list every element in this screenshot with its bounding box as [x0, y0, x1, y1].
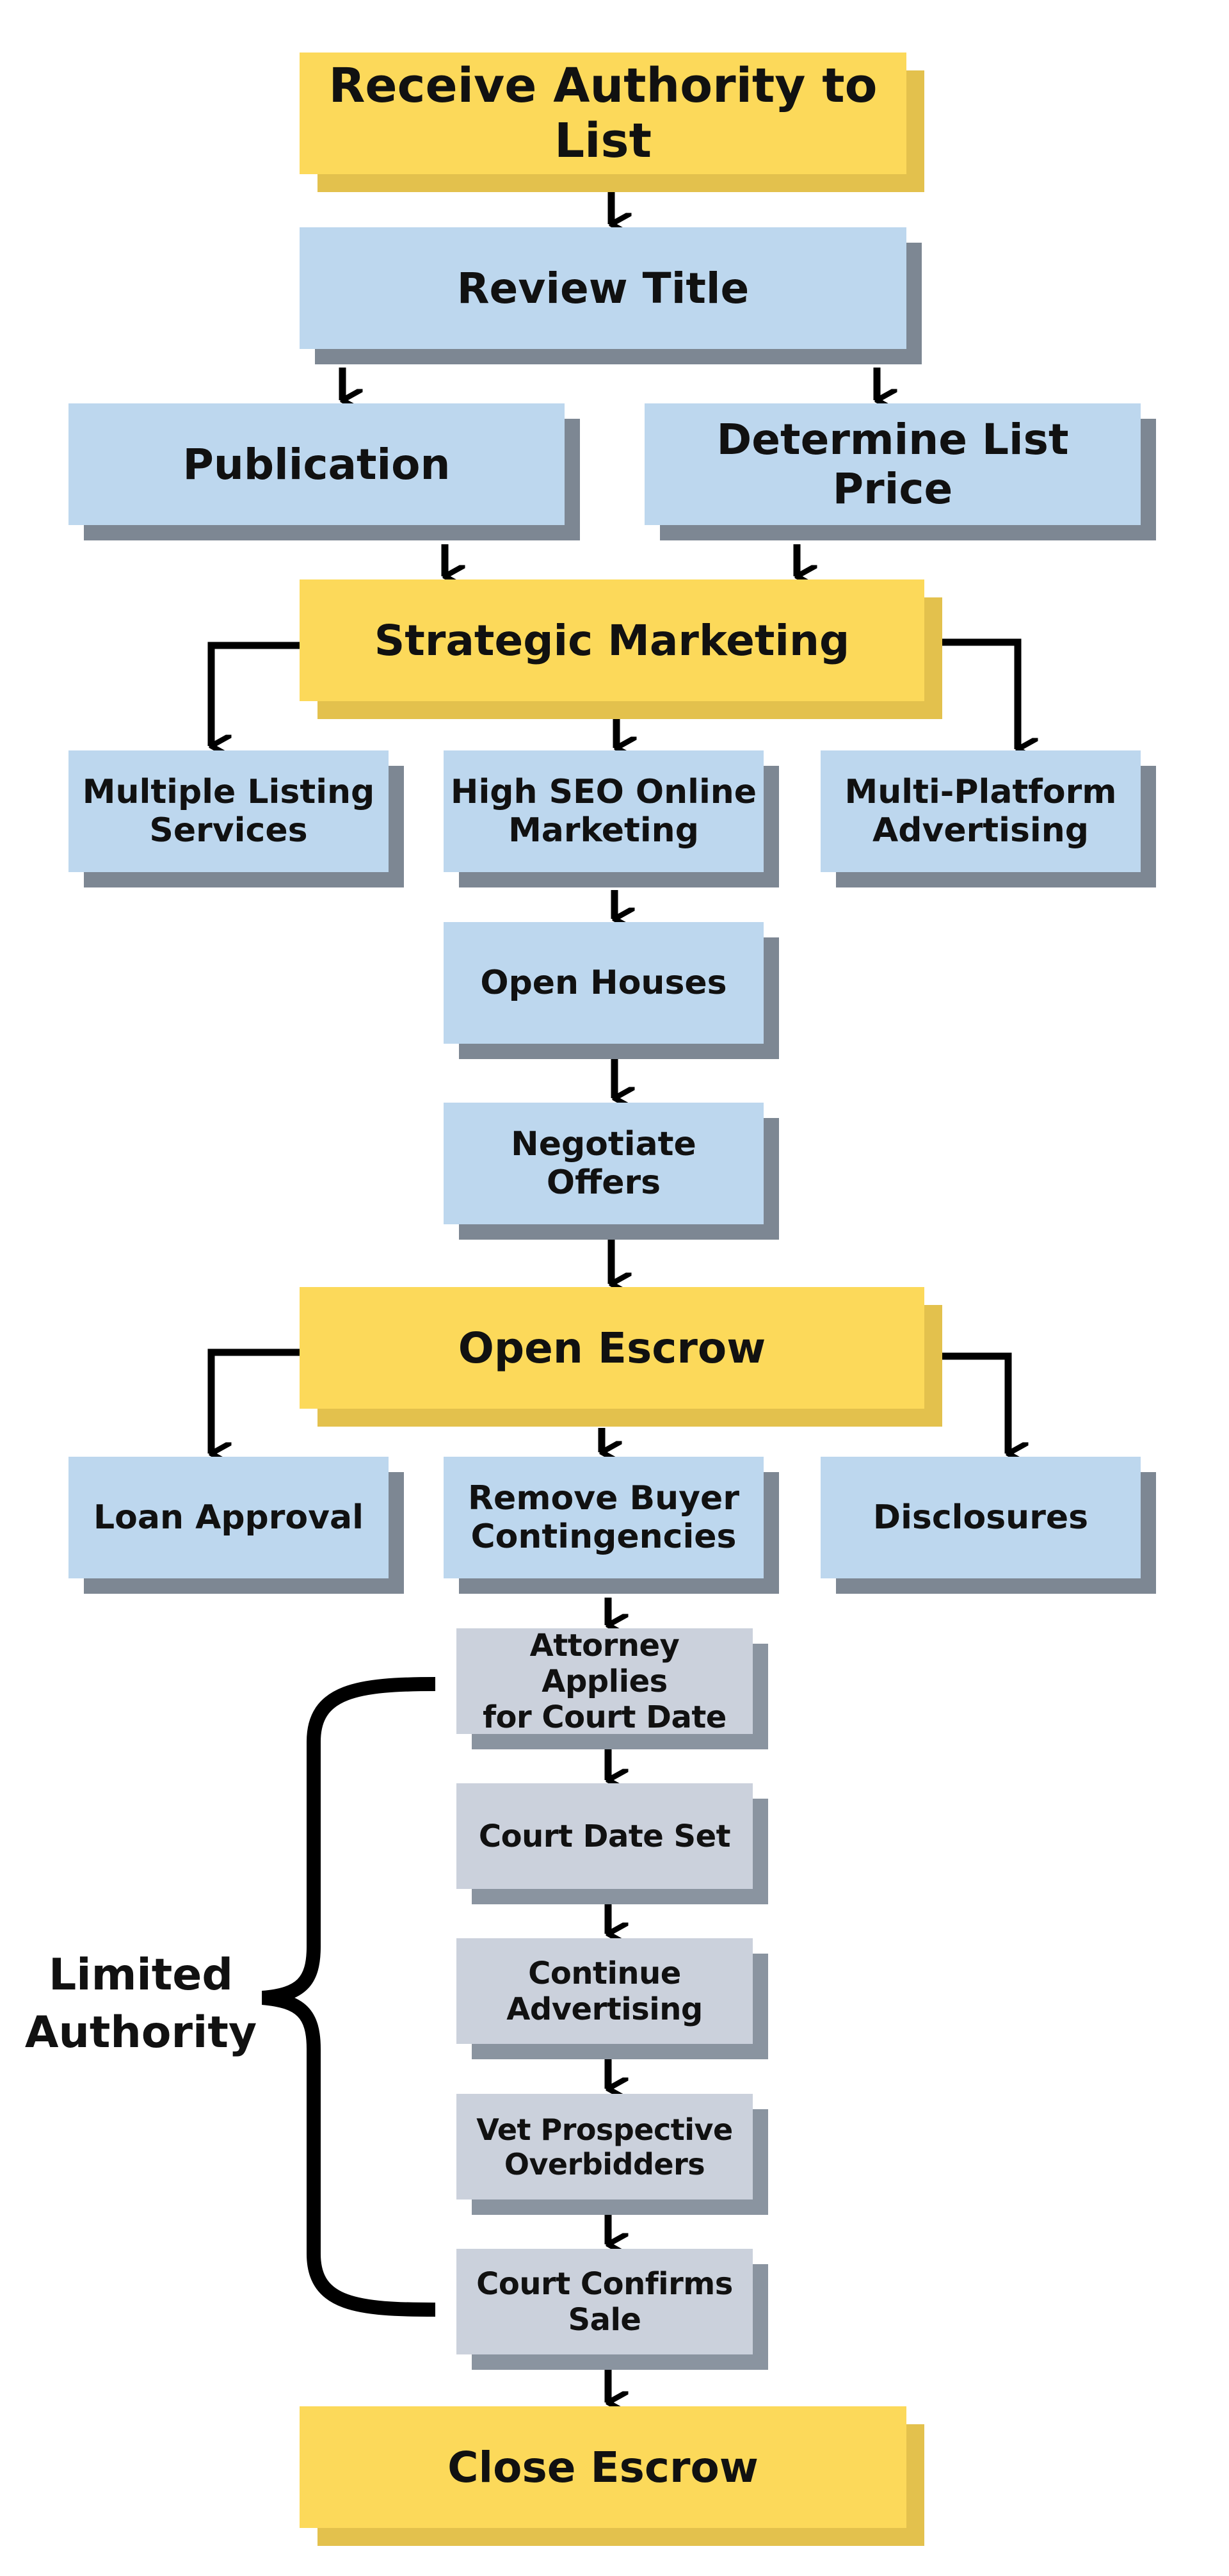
- node-label: High SEO Online Marketing: [450, 773, 757, 850]
- node-open-escrow: Open Escrow: [300, 1287, 924, 1409]
- node-close-escrow: Close Escrow: [300, 2406, 906, 2528]
- node-continue-advertising: Continue Advertising: [456, 1938, 753, 2044]
- node-label: Close Escrow: [447, 2442, 759, 2492]
- node-label: Determine List Price: [716, 415, 1069, 514]
- node-label: Publication: [182, 439, 451, 489]
- arrow-escrow-to-loan: [207, 1349, 300, 1454]
- node-label: Multiple Listing Services: [82, 773, 375, 850]
- limited-authority-brace: [261, 1677, 436, 2317]
- arrow-escrow-to-disclosures: [924, 1352, 1008, 1454]
- node-label: Open Houses: [480, 964, 727, 1002]
- node-court-date-set: Court Date Set: [456, 1783, 753, 1889]
- node-label: Court Date Set: [478, 1818, 731, 1854]
- node-loan-approval: Loan Approval: [68, 1457, 389, 1578]
- node-label: Negotiate Offers: [511, 1125, 696, 1202]
- node-label: Court Confirms Sale: [476, 2265, 733, 2338]
- node-label: Multi-Platform Advertising: [844, 773, 1117, 850]
- node-court-confirms: Court Confirms Sale: [456, 2249, 753, 2354]
- node-label: Attorney Applies for Court Date: [483, 1627, 727, 1735]
- node-negotiate-offers: Negotiate Offers: [444, 1103, 764, 1224]
- node-receive-authority: Receive Authority to List: [300, 53, 906, 174]
- node-label: Open Escrow: [458, 1323, 766, 1373]
- node-remove-contingencies: Remove Buyer Contingencies: [444, 1457, 764, 1578]
- node-publication: Publication: [68, 403, 565, 525]
- node-label: Remove Buyer Contingencies: [468, 1479, 739, 1556]
- node-strategic-marketing: Strategic Marketing: [300, 579, 924, 701]
- node-determine-list-price: Determine List Price: [645, 403, 1141, 525]
- node-multiple-listing: Multiple Listing Services: [68, 750, 389, 872]
- arrow-marketing-to-mls: [207, 642, 300, 746]
- node-label: Strategic Marketing: [374, 615, 850, 665]
- node-vet-overbidders: Vet Prospective Overbidders: [456, 2094, 753, 2199]
- node-open-houses: Open Houses: [444, 922, 764, 1044]
- node-disclosures: Disclosures: [821, 1457, 1141, 1578]
- node-review-title: Review Title: [300, 227, 906, 349]
- arrow-marketing-to-advertising: [924, 638, 1018, 749]
- node-attorney-applies: Attorney Applies for Court Date: [456, 1627, 753, 1735]
- node-label: Continue Advertising: [506, 1955, 703, 2027]
- node-label: Loan Approval: [93, 1498, 364, 1537]
- node-high-seo: High SEO Online Marketing: [444, 750, 764, 872]
- node-label: Receive Authority to List: [328, 58, 878, 168]
- node-multi-platform: Multi-Platform Advertising: [821, 750, 1141, 872]
- node-label: Disclosures: [872, 1498, 1089, 1537]
- node-label: Review Title: [456, 263, 750, 313]
- limited-authority-label: Limited Authority: [24, 1950, 257, 2058]
- node-label: Vet Prospective Overbidders: [476, 2112, 733, 2182]
